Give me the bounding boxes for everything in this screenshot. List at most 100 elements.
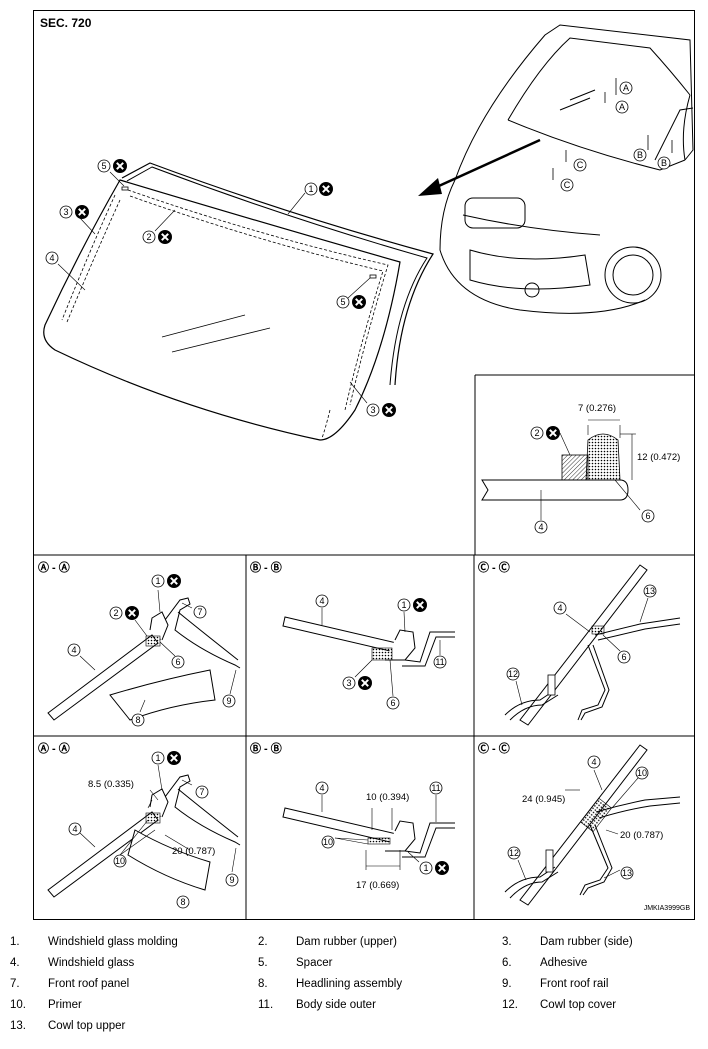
section-c-header-2: Ⓒ - Ⓒ <box>478 741 510 755</box>
marker-a-upper: A <box>619 81 633 95</box>
svg-text:12 (0.472): 12 (0.472) <box>637 452 680 463</box>
svg-text:7 (0.276): 7 (0.276) <box>578 403 616 414</box>
pointer-arrow <box>429 138 541 192</box>
callout-5-top: 5 <box>97 158 128 187</box>
dam-rubber-upper <box>127 189 389 406</box>
svg-text:1: 1 <box>308 184 313 194</box>
svg-text:12: 12 <box>508 669 518 679</box>
marker-b-left: B <box>633 148 647 162</box>
svg-text:9: 9 <box>229 875 234 885</box>
svg-text:4: 4 <box>319 596 324 606</box>
section-a-view-1 <box>47 597 241 721</box>
section-c-header-1: Ⓒ - Ⓒ <box>478 560 510 574</box>
image-code: JMKIA3999GB <box>643 905 690 912</box>
panel-dividers <box>34 374 694 920</box>
svg-text:10: 10 <box>115 856 125 866</box>
callout-3-left: 3 <box>59 204 96 235</box>
svg-text:13: 13 <box>622 868 632 878</box>
svg-text:C: C <box>577 160 584 170</box>
svg-text:1: 1 <box>423 863 428 873</box>
svg-text:4: 4 <box>72 824 77 834</box>
dam-rubber-block <box>561 454 589 481</box>
section-a-callouts-1: 1 2 7 6 4 8 9 <box>67 573 237 727</box>
car-section-markers <box>552 78 673 180</box>
marker-c-upper: C <box>573 158 587 172</box>
svg-text:9: 9 <box>226 696 231 706</box>
adhesive-detail: 7 (0.276) 12 (0.472) 2 4 6 <box>481 403 680 534</box>
svg-text:8.5 (0.335): 8.5 (0.335) <box>88 779 134 790</box>
windshield-overview <box>43 162 434 441</box>
svg-text:8: 8 <box>135 715 140 725</box>
svg-text:4: 4 <box>49 253 54 263</box>
svg-text:11: 11 <box>435 657 444 667</box>
svg-text:4: 4 <box>557 603 562 613</box>
section-a-header-2: Ⓐ - Ⓐ <box>38 741 70 755</box>
svg-text:1: 1 <box>155 753 160 763</box>
section-b-header-1: Ⓑ - Ⓑ <box>250 560 282 574</box>
section-b-view-2 <box>282 807 455 870</box>
marker-b-right: B <box>657 156 671 170</box>
svg-text:10: 10 <box>323 837 333 847</box>
section-label: SEC. 720 <box>40 16 92 30</box>
spacer-bottom <box>369 274 377 279</box>
svg-text:3: 3 <box>370 405 375 415</box>
svg-text:A: A <box>623 83 629 93</box>
svg-text:12: 12 <box>509 848 519 858</box>
svg-text:20 (0.787): 20 (0.787) <box>620 830 663 841</box>
svg-text:24 (0.945): 24 (0.945) <box>522 794 565 805</box>
svg-text:6: 6 <box>390 698 395 708</box>
adhesive-bead <box>585 433 621 481</box>
section-c-view-2 <box>504 744 681 906</box>
svg-text:10: 10 <box>637 768 647 778</box>
svg-text:1: 1 <box>155 576 160 586</box>
diagram-frame <box>33 10 695 920</box>
section-a-callouts-2: 8.5 (0.335) 1 7 20 (0.787) 4 10 8 9 <box>68 750 239 909</box>
svg-text:17 (0.669): 17 (0.669) <box>356 880 399 891</box>
spacer-top <box>121 186 129 191</box>
svg-text:13: 13 <box>645 586 655 596</box>
section-c-callouts-2: 4 10 24 (0.945) 20 (0.787) 12 13 <box>507 755 663 881</box>
svg-text:3: 3 <box>346 678 351 688</box>
svg-text:4: 4 <box>319 783 324 793</box>
car-front-view <box>439 24 694 314</box>
svg-text:10 (0.394): 10 (0.394) <box>366 792 409 803</box>
svg-text:6: 6 <box>175 657 180 667</box>
svg-text:C: C <box>564 180 571 190</box>
overview-callouts: 1 5 3 2 4 5 <box>45 158 397 418</box>
section-b-view-1 <box>282 616 455 667</box>
svg-text:2: 2 <box>534 428 539 438</box>
section-a-view-2 <box>47 774 241 898</box>
svg-text:4: 4 <box>591 757 596 767</box>
callout-5-bottom: 5 <box>336 277 371 310</box>
svg-text:5: 5 <box>340 297 345 307</box>
svg-text:7: 7 <box>197 607 202 617</box>
windshield-diagram: 1 5 3 2 4 5 <box>34 24 694 920</box>
svg-text:6: 6 <box>621 652 626 662</box>
svg-text:2: 2 <box>146 232 151 242</box>
marker-c-lower: C <box>560 178 574 192</box>
section-c-callouts-1: 4 13 6 12 <box>506 584 657 706</box>
callout-4-glass: 4 <box>45 251 86 291</box>
callout-3-right: 3 <box>349 381 397 418</box>
svg-text:5: 5 <box>101 161 106 171</box>
svg-text:6: 6 <box>645 511 650 521</box>
windshield-glass <box>43 179 401 441</box>
svg-text:B: B <box>637 150 643 160</box>
svg-text:2: 2 <box>113 608 118 618</box>
section-b-callouts-2: 4 10 (0.394) 11 10 17 (0.669) 1 <box>315 781 450 891</box>
svg-text:11: 11 <box>431 783 440 793</box>
svg-text:7: 7 <box>199 787 204 797</box>
windshield-molding <box>121 162 434 386</box>
section-b-callouts-1: 4 1 11 3 6 <box>315 594 447 710</box>
section-a-header-1: Ⓐ - Ⓐ <box>38 560 70 574</box>
svg-text:A: A <box>619 102 625 112</box>
svg-text:8: 8 <box>180 897 185 907</box>
svg-text:1: 1 <box>401 600 406 610</box>
svg-text:4: 4 <box>71 645 76 655</box>
svg-text:20 (0.787): 20 (0.787) <box>172 846 215 857</box>
section-b-header-2: Ⓑ - Ⓑ <box>250 741 282 755</box>
svg-text:3: 3 <box>63 207 68 217</box>
callout-1-top: 1 <box>287 181 334 215</box>
section-c-view-1 <box>504 564 681 726</box>
svg-text:4: 4 <box>538 522 543 532</box>
